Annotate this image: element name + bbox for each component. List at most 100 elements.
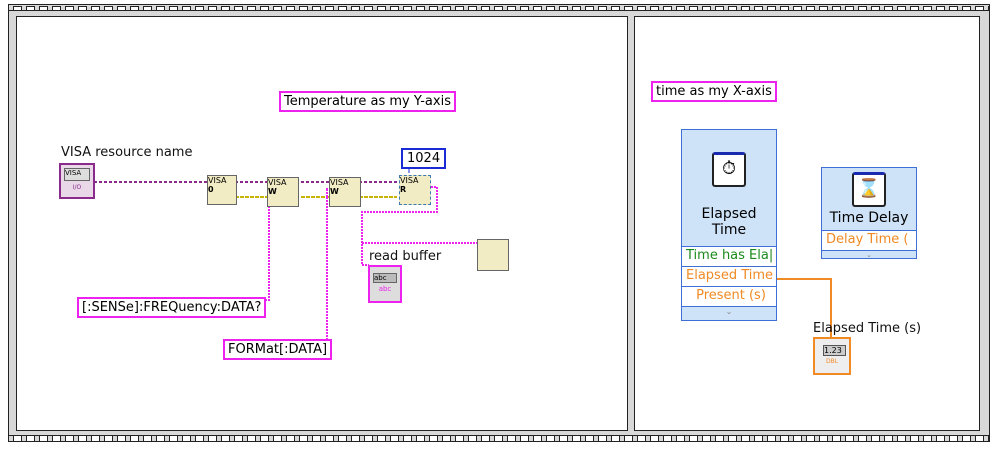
film-hole: [468, 6, 477, 13]
film-hole: [975, 6, 984, 13]
stopwatch-icon: ⏱: [712, 152, 746, 187]
film-hole: [494, 6, 503, 13]
film-hole: [78, 6, 87, 13]
output-elapsed-time[interactable]: Elapsed Time: [682, 266, 776, 286]
expand-chevron-icon[interactable]: ⌄: [822, 250, 916, 259]
film-hole: [715, 6, 724, 13]
film-hole: [637, 6, 646, 13]
film-hole: [507, 6, 516, 13]
film-hole: [689, 6, 698, 13]
film-hole: [312, 6, 321, 13]
byte-count-constant[interactable]: 1024: [401, 148, 447, 169]
film-hole: [910, 6, 919, 13]
film-hole: [325, 6, 334, 13]
input-delay-time[interactable]: Delay Time (: [822, 230, 916, 250]
film-hole: [702, 6, 711, 13]
film-hole: [104, 6, 113, 13]
film-hole: [299, 6, 308, 13]
film-hole: [481, 6, 490, 13]
film-hole: [897, 6, 906, 13]
film-hole: [65, 6, 74, 13]
film-hole: [923, 6, 932, 13]
sequence-frame-1: Temperature as my Y-axis VISA resource n…: [16, 16, 628, 431]
io-badge: I/O: [72, 184, 82, 191]
film-hole: [585, 6, 594, 13]
film-hole: [260, 6, 269, 13]
visa-control-field: VISA: [64, 168, 90, 181]
film-hole: [598, 6, 607, 13]
film-hole: [351, 6, 360, 13]
film-hole: [195, 6, 204, 13]
film-hole: [650, 6, 659, 13]
film-hole: [546, 6, 555, 13]
film-hole: [988, 6, 989, 13]
indicator-field: 1.23: [823, 345, 846, 356]
scpi-format-constant[interactable]: FORMat[:DATA]: [223, 339, 333, 360]
film-hole: [143, 6, 152, 13]
film-hole: [26, 6, 35, 13]
film-hole: [793, 6, 802, 13]
film-hole: [520, 6, 529, 13]
film-hole: [390, 6, 399, 13]
visa-resource-name-label: VISA resource name: [61, 145, 193, 160]
wires: [79, 162, 477, 347]
scpi-query-constant[interactable]: [:SENSe]:FREQuency:DATA?: [77, 297, 267, 318]
film-hole: [884, 6, 893, 13]
visa-resource-control[interactable]: VISA I/O: [59, 163, 95, 199]
time-delay-title: Time Delay: [829, 210, 909, 226]
time-delay-express-vi[interactable]: ⌛ Time Delay Delay Time ( ⌄: [821, 167, 917, 259]
comment-temperature-y-axis: Temperature as my Y-axis: [279, 91, 456, 112]
comment-time-x-axis: time as my X-axis: [651, 81, 777, 102]
film-hole: [741, 6, 750, 13]
string-badge: abc: [378, 285, 392, 293]
dbl-badge: DBL: [825, 358, 839, 365]
film-hole: [403, 6, 412, 13]
film-hole: [780, 6, 789, 13]
film-hole: [234, 6, 243, 13]
film-hole: [182, 6, 191, 13]
film-hole: [52, 6, 61, 13]
film-hole: [806, 6, 815, 13]
film-hole: [559, 6, 568, 13]
output-time-has-elapsed[interactable]: Time has Ela|: [682, 246, 776, 266]
expand-chevron-icon[interactable]: ⌄: [682, 306, 776, 317]
concatenate-or-graph-node[interactable]: [477, 239, 509, 271]
film-hole: [676, 6, 685, 13]
film-hole: [663, 6, 672, 13]
film-hole: [130, 6, 139, 13]
film-hole: [156, 6, 165, 13]
film-hole: [91, 6, 100, 13]
wires-right: [777, 278, 832, 357]
film-hole: [962, 6, 971, 13]
film-hole: [728, 6, 737, 13]
film-hole: [286, 6, 295, 13]
film-hole: [754, 6, 763, 13]
film-hole: [377, 6, 386, 13]
read-buffer-indicator[interactable]: abc abc: [368, 265, 402, 303]
film-hole: [533, 6, 542, 13]
film-hole: [832, 6, 841, 13]
film-hole: [949, 6, 958, 13]
film-hole: [273, 6, 282, 13]
output-present[interactable]: Present (s): [682, 286, 776, 306]
film-hole: [13, 6, 22, 13]
film-hole: [442, 6, 451, 13]
film-hole: [117, 6, 126, 13]
film-hole: [169, 6, 178, 13]
hourglass-icon: ⌛: [852, 172, 886, 207]
elapsed-time-indicator[interactable]: 1.23 DBL: [813, 337, 851, 375]
read-buffer-field: abc: [373, 273, 397, 283]
film-hole: [416, 6, 425, 13]
film-hole: [208, 6, 217, 13]
film-hole: [247, 6, 256, 13]
read-buffer-label: read buffer: [369, 249, 442, 264]
film-hole: [871, 6, 880, 13]
film-hole: [624, 6, 633, 13]
